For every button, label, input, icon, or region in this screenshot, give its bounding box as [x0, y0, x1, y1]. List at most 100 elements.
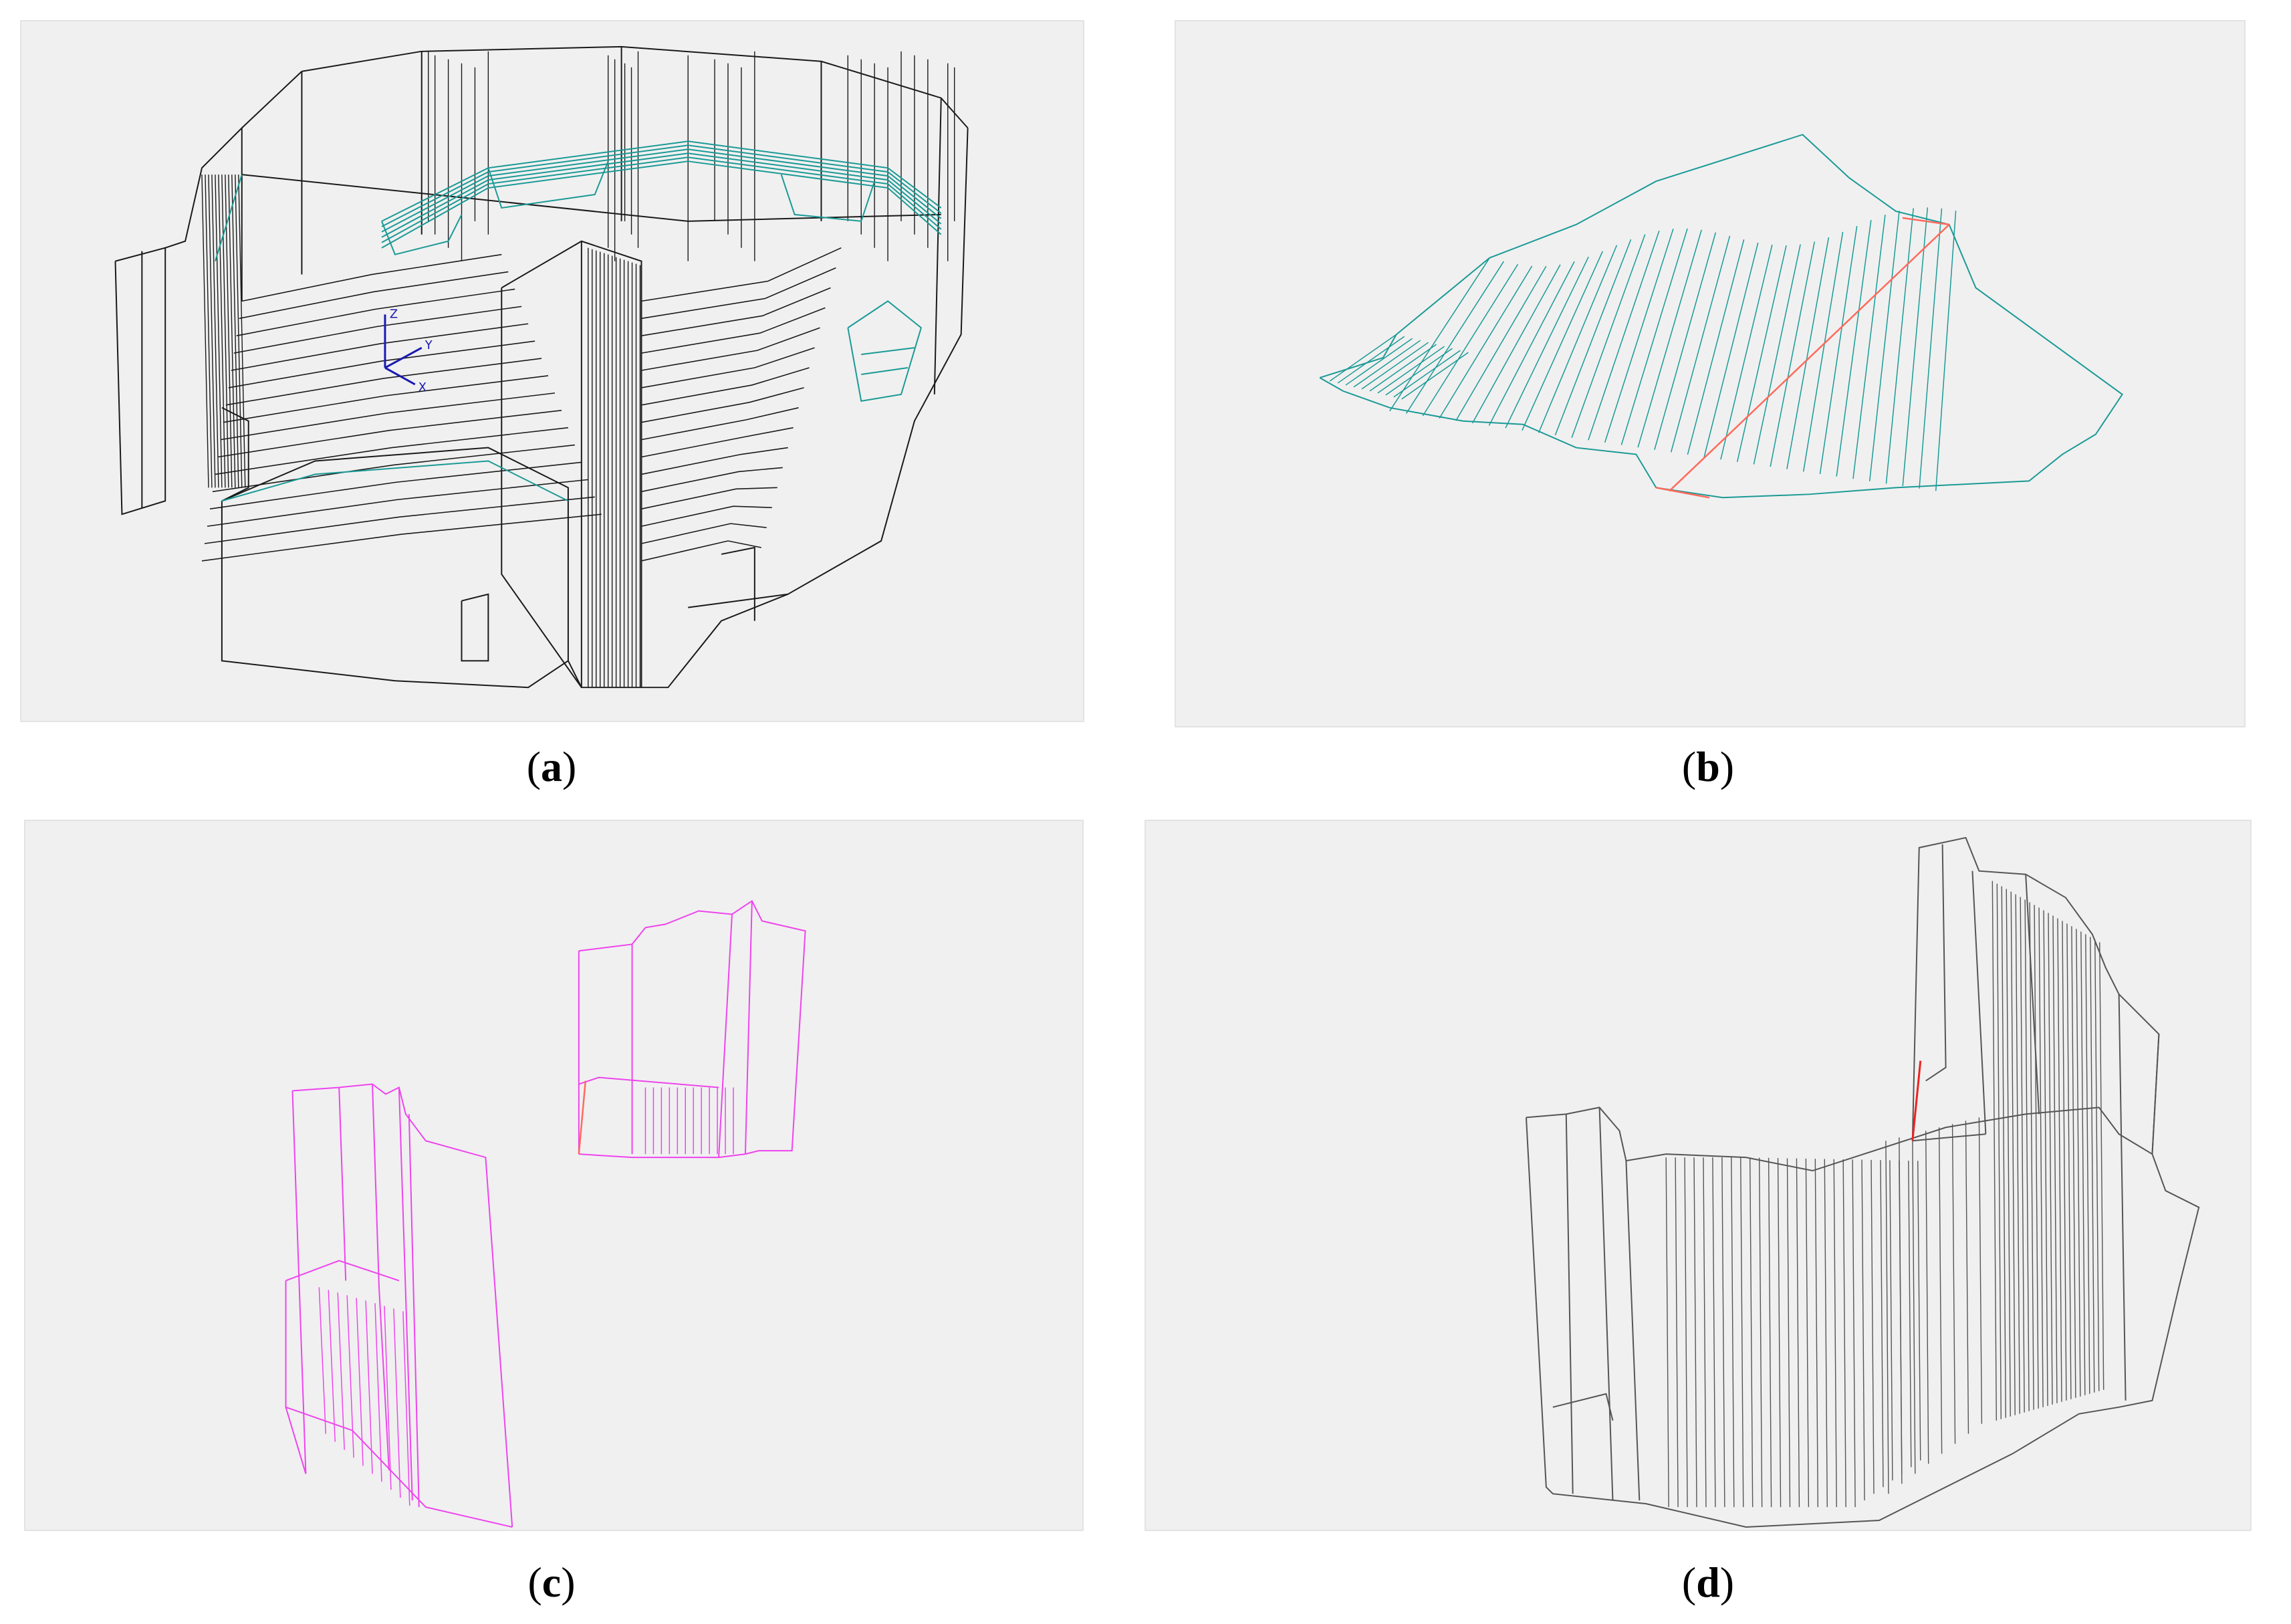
wire-edge — [1786, 1158, 1791, 1508]
wall-segments-drawing — [285, 900, 806, 1528]
wire-edge — [1554, 239, 1632, 436]
wire-edge — [1505, 256, 1589, 429]
wall-segment-right — [578, 900, 806, 1159]
wire-edge — [208, 175, 216, 488]
wire-edge — [1654, 232, 1717, 450]
hall-black-edges — [114, 45, 969, 689]
wire-edge — [402, 1311, 410, 1506]
wire-edge — [1908, 1160, 1912, 1468]
wire-edge — [346, 1295, 354, 1458]
wire-edge — [2094, 939, 2100, 1391]
wire-edge — [1637, 229, 1702, 448]
wire-edge — [2038, 907, 2044, 1407]
wire-edge — [1842, 1159, 1846, 1508]
wire-edge — [1871, 1159, 1875, 1494]
wire-edge — [337, 1292, 345, 1450]
wire-edge — [641, 387, 804, 423]
wire-edge — [1836, 220, 1872, 477]
wire-edge — [1770, 241, 1816, 467]
wire-edge — [381, 144, 942, 227]
wire-edge — [641, 407, 799, 441]
wire-edge — [201, 513, 602, 562]
wire-edge — [365, 1300, 373, 1474]
wire-edge — [1687, 239, 1745, 455]
wire-edge — [2001, 886, 2006, 1418]
wire-edge — [641, 523, 767, 544]
wire-edge — [211, 175, 219, 488]
wire-edge — [2062, 921, 2067, 1401]
wire-edge — [2090, 937, 2095, 1393]
wire-edge — [220, 392, 556, 441]
wire-edge — [205, 175, 213, 488]
wire-edge — [1805, 1158, 1810, 1508]
wire-edge — [228, 175, 236, 488]
wire-edge — [239, 271, 509, 320]
wire-edge — [214, 174, 243, 261]
wire-edge — [847, 300, 923, 402]
wire-edge — [1393, 350, 1461, 398]
caption-d: (d) — [1681, 1558, 1735, 1606]
hall-wireframe-drawing: Z Y X — [114, 45, 969, 689]
wire-edge — [381, 156, 942, 243]
wire-edge — [1814, 1159, 1819, 1508]
wire-edge — [204, 496, 595, 544]
hall-vertical-edges — [201, 51, 955, 688]
wire-edge — [1902, 207, 1929, 487]
axis-label-z: Z — [390, 307, 398, 321]
panel-a-hall-wireframe: Z Y X — [20, 20, 1084, 722]
wire-edge — [1329, 334, 1397, 382]
wire-edge — [1992, 881, 1998, 1421]
wire-edge — [1571, 234, 1646, 438]
wire-edge — [1935, 211, 1957, 491]
axis-label-x: X — [418, 380, 427, 394]
wire-edge — [1978, 1117, 1983, 1424]
ceiling-red-edge — [1656, 217, 1950, 499]
wire-edge — [641, 327, 820, 371]
wire-edge — [201, 175, 209, 488]
wire-edge — [1889, 1160, 1893, 1481]
wire-edge — [641, 347, 815, 388]
wire-edge — [2076, 929, 2081, 1397]
wire-edge — [225, 175, 233, 488]
wire-edge — [1389, 257, 1490, 412]
curved-wall-lines — [1665, 881, 2104, 1508]
wire-edge — [1361, 342, 1429, 390]
wire-edge — [1337, 336, 1405, 384]
wire-edge — [238, 175, 246, 488]
wire-edge — [861, 367, 909, 375]
wire-edge — [381, 148, 942, 233]
wire-edge — [1670, 235, 1731, 453]
wire-edge — [1786, 237, 1830, 469]
wire-edge — [1385, 348, 1453, 396]
wire-edge — [217, 409, 562, 458]
wire-edge — [2020, 897, 2025, 1413]
wire-edge — [1833, 1159, 1837, 1508]
wire-edge — [1996, 883, 2002, 1419]
wire-edge — [2015, 894, 2020, 1414]
wire-edge — [861, 347, 915, 356]
wire-edge — [1401, 352, 1469, 400]
wire-edge — [641, 487, 777, 509]
wall-segment-left-lines — [318, 1287, 410, 1506]
wire-edge — [641, 467, 783, 493]
curved-wall-outline — [1525, 836, 2200, 1528]
wire-edge — [2057, 918, 2062, 1402]
wire-edge — [641, 505, 772, 527]
curved-wall-red-edge — [1911, 1060, 1922, 1141]
wire-edge — [1488, 261, 1575, 426]
wire-edge — [1731, 1157, 1735, 1508]
wire-edge — [1665, 1157, 1669, 1508]
wire-edge — [1684, 1157, 1688, 1508]
wire-edge — [1538, 245, 1618, 433]
wire-edge — [641, 307, 826, 354]
wire-edge — [1377, 346, 1445, 394]
panel-b-ceiling-surface — [1175, 20, 2246, 727]
wire-edge — [641, 287, 831, 336]
wire-edge — [2024, 899, 2030, 1411]
wire-edge — [231, 175, 239, 488]
wire-edge — [641, 540, 761, 562]
caption-a: (a) — [526, 743, 577, 790]
wire-edge — [1824, 1159, 1828, 1508]
wire-edge — [225, 358, 542, 406]
wire-edge — [2034, 905, 2039, 1409]
